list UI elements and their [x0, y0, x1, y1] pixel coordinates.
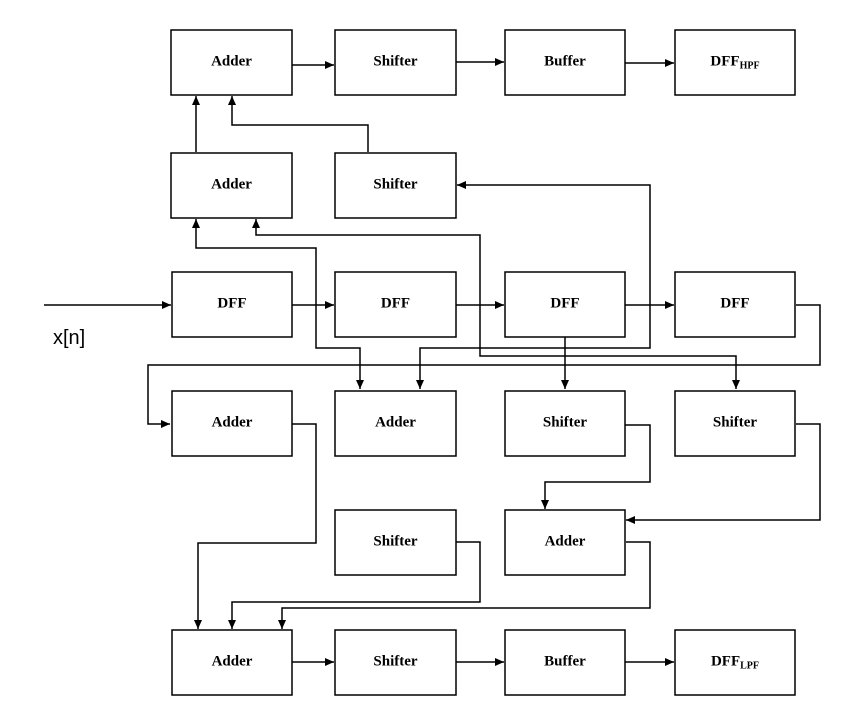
svg-text:Shifter: Shifter	[543, 415, 588, 431]
lpf-adder-c-block: Adder	[504, 509, 626, 576]
block-label: DFF	[711, 654, 740, 670]
wire-dff2-out-to-adder-mid	[252, 219, 481, 305]
block-label: DFF	[720, 296, 749, 312]
svg-text:DFFHPF: DFFHPF	[710, 54, 759, 72]
svg-text:Shifter: Shifter	[373, 654, 418, 670]
svg-text:Adder: Adder	[211, 54, 252, 70]
svg-text:DFF: DFF	[550, 296, 579, 312]
block-label: Shifter	[373, 654, 418, 670]
hpf-buffer-block: Buffer	[504, 29, 626, 96]
hpf-shifter-mid-block: Shifter	[334, 152, 457, 219]
svg-text:Shifter: Shifter	[373, 54, 418, 70]
svg-text:Shifter: Shifter	[373, 177, 418, 193]
svg-text:DFF: DFF	[381, 296, 410, 312]
svg-text:Adder: Adder	[212, 654, 253, 670]
wire-dff1-out-to-adder-mid	[192, 219, 317, 305]
lpf-shifter-final-block: Shifter	[334, 629, 457, 696]
dff-2-block: DFF	[334, 271, 457, 338]
block-label: Adder	[211, 54, 252, 70]
lpf-output-dff-block: DFFLPF	[674, 629, 796, 696]
svg-text:Shifter: Shifter	[373, 534, 418, 550]
svg-text:Buffer: Buffer	[544, 654, 586, 670]
hpf-shifter-top-block: Shifter	[334, 29, 457, 96]
wire-dff3-out-to-shifter-mid	[457, 181, 651, 305]
block-label: Adder	[375, 415, 416, 431]
dff-4-block: DFF	[674, 271, 796, 338]
block-label: DFF	[381, 296, 410, 312]
block-sublabel: HPF	[740, 61, 760, 72]
wire-shifter-b-to-adder-c	[626, 423, 821, 524]
lpf-adder-a-block: Adder	[171, 390, 293, 457]
lpf-adder-b-block: Adder	[334, 390, 457, 457]
wire-adder-a-to-adder-final	[194, 423, 317, 629]
dff-1-block: DFF	[171, 271, 293, 338]
dff-3-block: DFF	[504, 271, 626, 338]
block-label: DFF	[217, 296, 246, 312]
lpf-adder-final-block: Adder	[171, 629, 293, 696]
svg-text:Adder: Adder	[211, 177, 252, 193]
hpf-output-dff-block: DFFHPF	[674, 29, 796, 96]
block-label: Shifter	[713, 415, 758, 431]
svg-text:Adder: Adder	[545, 534, 586, 550]
block-label: DFF	[550, 296, 579, 312]
wire-dff1-out-to-adder-b	[315, 305, 364, 389]
svg-text:Buffer: Buffer	[544, 54, 586, 70]
svg-text:Shifter: Shifter	[713, 415, 758, 431]
block-label: Shifter	[373, 534, 418, 550]
connections	[44, 58, 821, 666]
wire-adder-c-to-adder-final	[278, 541, 651, 629]
block-label: Shifter	[373, 177, 418, 193]
svg-text:DFF: DFF	[720, 296, 749, 312]
block-sublabel: LPF	[740, 661, 759, 672]
svg-text:DFF: DFF	[217, 296, 246, 312]
svg-text:DFFLPF: DFFLPF	[711, 654, 759, 672]
block-label: Adder	[212, 654, 253, 670]
block-label: DFF	[710, 54, 739, 70]
hpf-adder-top-block: Adder	[170, 29, 293, 96]
block-label: Shifter	[373, 54, 418, 70]
block-label: Buffer	[544, 654, 586, 670]
wire-shifter-mid-to-adder-top	[228, 96, 369, 152]
svg-text:Adder: Adder	[212, 415, 253, 431]
svg-text:Adder: Adder	[375, 415, 416, 431]
block-label: Adder	[212, 415, 253, 431]
wire-dff2-out-to-shifter-b	[479, 305, 740, 389]
hpf-adder-mid-block: Adder	[170, 152, 293, 219]
block-label: Buffer	[544, 54, 586, 70]
lpf-shifter-a-block: Shifter	[504, 390, 626, 457]
lpf-shifter-c-block: Shifter	[334, 509, 457, 576]
block-label: Adder	[211, 177, 252, 193]
lpf-shifter-b-block: Shifter	[674, 390, 796, 457]
lpf-buffer-block: Buffer	[504, 629, 626, 696]
wire-shifter-a-to-adder-c	[541, 424, 651, 509]
wire-shifter-c-to-adder-final	[228, 541, 481, 629]
block-label: Shifter	[543, 415, 588, 431]
wire-dff3-out-to-adder-b	[416, 305, 651, 389]
input-signal-label: x[n]	[53, 327, 85, 349]
wire-dff4-out-to-adder-a	[147, 304, 821, 428]
block-label: Adder	[545, 534, 586, 550]
